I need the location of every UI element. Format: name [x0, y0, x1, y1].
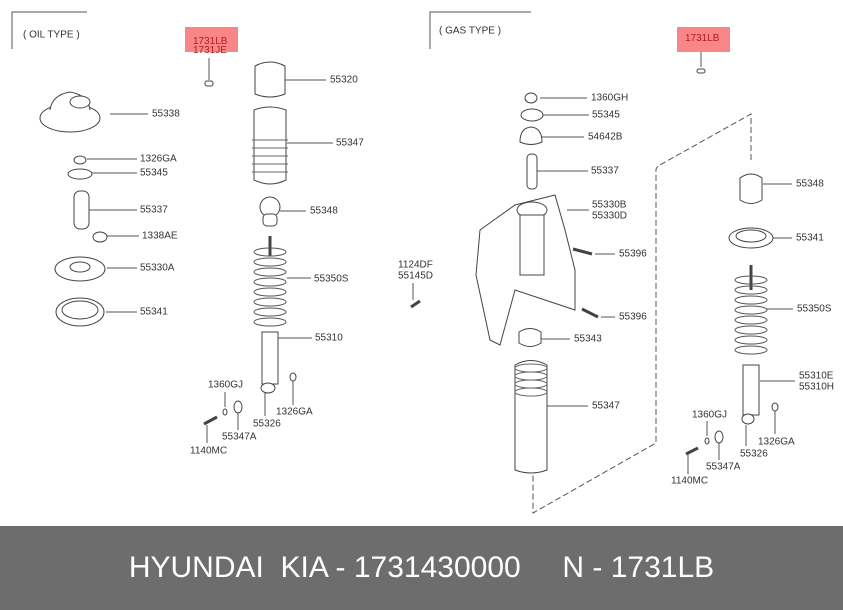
part-label: 54642B	[588, 131, 623, 143]
part-label: 55341	[796, 232, 824, 244]
part-label: 55338	[152, 108, 180, 120]
part-label: 1360GJ	[208, 379, 244, 391]
part-label: 55330B	[592, 199, 627, 211]
part-label: 1326GA	[758, 436, 795, 448]
assembly-dashed-line	[532, 113, 752, 514]
part-label: 55347A	[222, 431, 257, 443]
part-label: 55145D	[398, 270, 434, 282]
part-label: 55396	[619, 248, 647, 260]
part-label: 55347	[592, 400, 620, 412]
part-number-banner: HYUNDAI KIA - 1731430000 N - 1731LB	[0, 526, 843, 610]
oil-frame	[11, 11, 87, 49]
part-label: 55396	[619, 311, 647, 323]
part-label: 1360GJ	[692, 409, 728, 421]
part-label: 55343	[574, 333, 602, 345]
part-label: 55337	[140, 204, 168, 216]
part-label: 1140MC	[190, 445, 228, 457]
part-label: 55345	[592, 109, 620, 121]
highlight-1731lb-gas: 1731LB	[677, 27, 730, 52]
part-label: 55310H	[799, 381, 835, 393]
oil-type-title: ( OIL TYPE )	[23, 29, 80, 41]
diagram-drawing	[11, 11, 795, 514]
part-label: 55337	[591, 165, 619, 177]
part-label: 1360GH	[591, 92, 629, 104]
gas-type-title: ( GAS TYPE )	[439, 25, 502, 37]
part-label: 55326	[740, 448, 768, 460]
highlight-label: 1731LB	[685, 33, 720, 44]
leader-lines	[87, 46, 795, 474]
part-label: 55345	[140, 167, 168, 179]
highlight-label: 1731LB	[193, 36, 228, 47]
part-label: 55348	[796, 178, 824, 190]
part-label: 55330D	[592, 210, 628, 222]
part-label: 1326GA	[140, 153, 177, 165]
part-label: 55350S	[314, 273, 349, 285]
gas-frame	[429, 11, 531, 49]
part-label: 1124DF	[398, 259, 433, 271]
part-label: 55310E	[799, 370, 834, 382]
highlight-1731lb-oil: 1731LB 1731JE	[185, 27, 238, 56]
part-label: 55347	[336, 137, 364, 149]
part-label: 1326GA	[276, 406, 313, 418]
part-label: 55348	[310, 205, 338, 217]
part-label: 55341	[140, 306, 168, 318]
oil-parts	[39, 61, 297, 426]
part-label: 55310	[315, 332, 343, 344]
part-label: 55326	[253, 418, 281, 430]
part-label: 55330A	[140, 262, 175, 274]
part-label: 1338AE	[142, 230, 178, 242]
part-label: 55350S	[797, 303, 832, 315]
highlight-label: 1731JE	[193, 45, 227, 56]
part-label: 55320	[330, 74, 358, 86]
part-label: 55347A	[706, 461, 741, 473]
gas-parts	[410, 68, 779, 474]
part-label: 1140MC	[671, 475, 709, 487]
